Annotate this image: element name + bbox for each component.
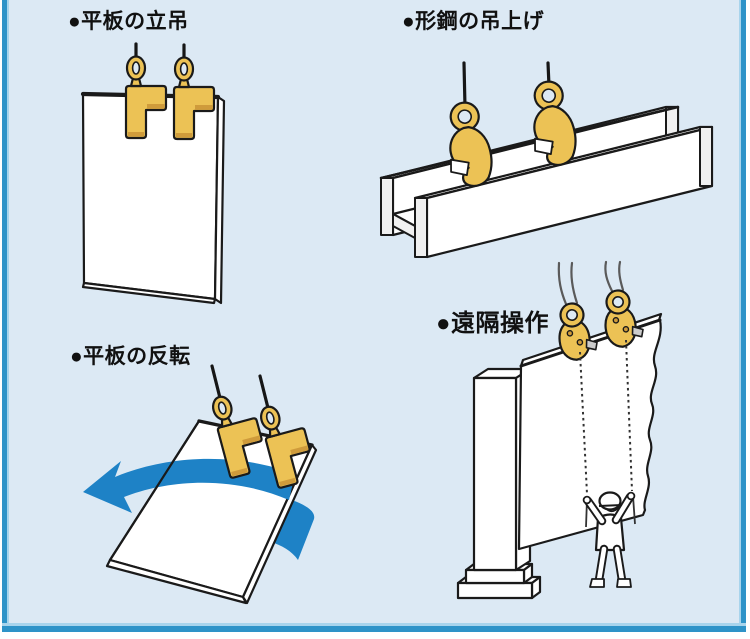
frame-right xyxy=(741,0,746,632)
wire-rope xyxy=(570,261,579,305)
frame-bottom-inner-line xyxy=(2,623,746,626)
wire-rope xyxy=(258,374,270,410)
frame-right-inner-line xyxy=(739,0,741,632)
panel-3-label: ●平板の反転 xyxy=(70,345,191,368)
frame-bottom xyxy=(2,626,746,632)
wire-rope xyxy=(618,260,625,292)
worker xyxy=(582,491,636,588)
wire-rope xyxy=(557,261,568,306)
panel-4-label: ●遠隔操作 xyxy=(436,310,549,337)
shaped-steel-lift-illustration xyxy=(379,61,714,259)
wire-rope xyxy=(210,364,222,400)
frame-left-inner-line xyxy=(7,0,9,632)
panel-1-label: ●平板の立吊 xyxy=(68,10,189,33)
wire-rope xyxy=(604,260,614,293)
wire-rope xyxy=(462,61,467,109)
pull-cord xyxy=(625,339,633,492)
pull-cord-tail xyxy=(632,495,636,525)
helmet xyxy=(598,491,622,511)
plate-left-edge xyxy=(108,419,201,562)
frame-left xyxy=(2,0,7,632)
steel-plate xyxy=(81,92,220,301)
panel-2-label: ●形鋼の吊上げ xyxy=(402,10,545,33)
remote-operation-illustration xyxy=(456,260,663,600)
steel-plate-side-face xyxy=(213,95,226,305)
flat-plate-turning-illustration xyxy=(83,364,319,605)
flat-plate-lift-illustration xyxy=(80,42,226,305)
steel-plate-bottom-face xyxy=(81,281,217,305)
